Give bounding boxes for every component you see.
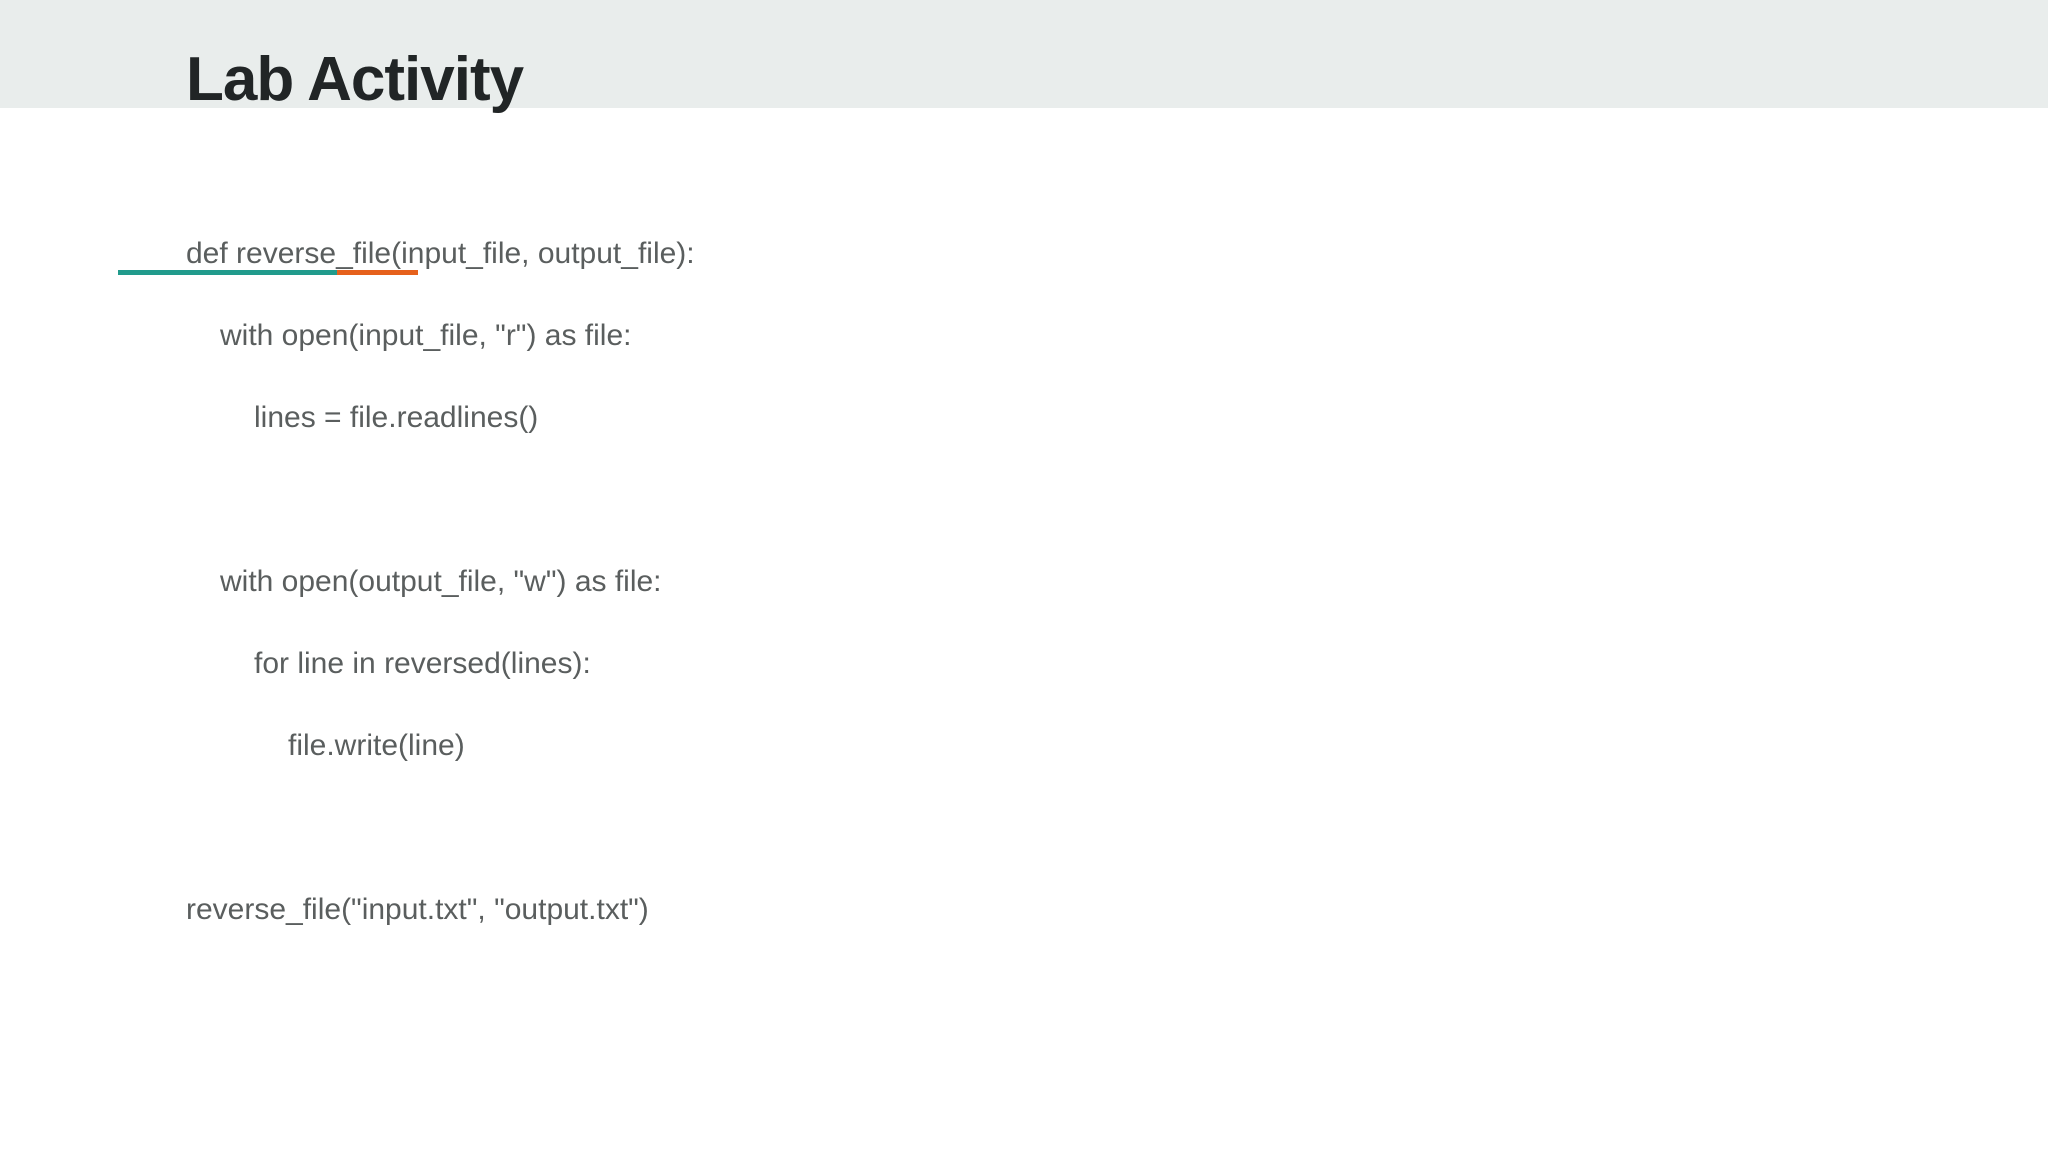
code-line: with open(output_file, "w") as file: (220, 565, 662, 598)
code-line: def reverse_file(input_file, output_file… (186, 237, 695, 270)
code-line (186, 459, 1586, 541)
code-line: reverse_file("input.txt", "output.txt") (186, 893, 649, 926)
code-line: with open(input_file, "r") as file: (220, 319, 632, 352)
underline-orange-segment (337, 270, 418, 275)
first-line-underline (118, 270, 418, 275)
underline-teal-segment (118, 270, 337, 275)
code-line: lines = file.readlines() (254, 401, 539, 434)
code-line (186, 787, 1586, 869)
slide-title: Lab Activity (186, 45, 524, 114)
code-line: for line in reversed(lines): (254, 647, 591, 680)
header-band (0, 0, 2048, 108)
code-line: file.write(line) (288, 729, 465, 762)
code-block: def reverse_file(input_file, output_file… (186, 213, 1586, 951)
